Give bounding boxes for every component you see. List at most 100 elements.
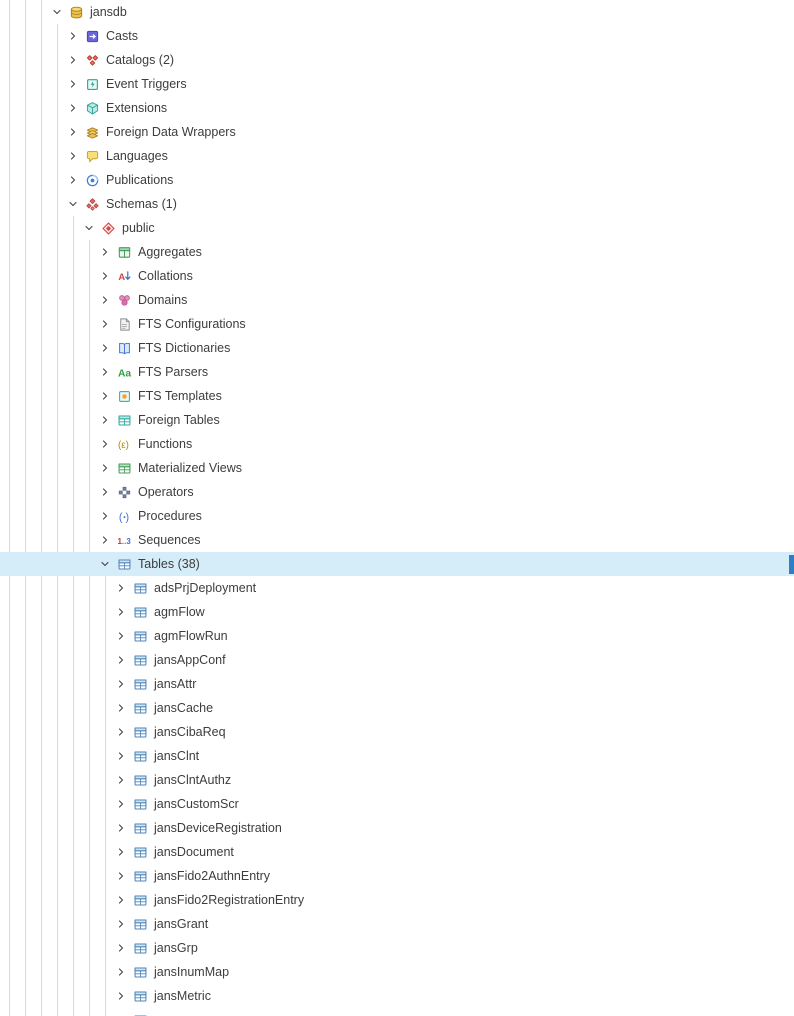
tree-node[interactable]: ( )Procedures (0, 504, 794, 528)
tree-node[interactable]: agmFlowRun (0, 624, 794, 648)
chevron-down-icon[interactable] (97, 556, 113, 572)
tree-node[interactable]: jansFido2RegistrationEntry (0, 888, 794, 912)
tree-node[interactable]: Operators (0, 480, 794, 504)
tree-node[interactable]: public (0, 216, 794, 240)
chevron-right-icon[interactable] (113, 940, 129, 956)
chevron-right-icon[interactable] (97, 412, 113, 428)
chevron-right-icon[interactable] (97, 268, 113, 284)
tree-node[interactable]: Materialized Views (0, 456, 794, 480)
tree-node[interactable]: jansDocument (0, 840, 794, 864)
tree-node[interactable]: jansdb (0, 0, 794, 24)
tables-icon (115, 556, 133, 572)
tree-node[interactable] (0, 1008, 794, 1016)
chevron-right-icon[interactable] (113, 796, 129, 812)
tree-node[interactable]: Catalogs (2) (0, 48, 794, 72)
tree-node-label: jansInumMap (154, 965, 230, 979)
tree-node-label: Collations (138, 269, 193, 283)
tree-node[interactable]: jansClnt (0, 744, 794, 768)
chevron-right-icon[interactable] (97, 340, 113, 356)
tree-node[interactable]: Languages (0, 144, 794, 168)
scrollbar-thumb[interactable] (789, 555, 794, 574)
tree-node[interactable]: jansAttr (0, 672, 794, 696)
tree-node[interactable]: FTS Configurations (0, 312, 794, 336)
tree-node[interactable]: jansDeviceRegistration (0, 816, 794, 840)
chevron-right-icon[interactable] (113, 868, 129, 884)
chevron-right-icon[interactable] (113, 964, 129, 980)
chevron-right-icon[interactable] (113, 652, 129, 668)
chevron-right-icon[interactable] (97, 436, 113, 452)
tree-node[interactable]: jansGrp (0, 936, 794, 960)
tree-node[interactable]: jansCustomScr (0, 792, 794, 816)
chevron-right-icon[interactable] (97, 364, 113, 380)
chevron-right-icon[interactable] (97, 316, 113, 332)
tree-node[interactable]: Schemas (1) (0, 192, 794, 216)
chevron-right-icon[interactable] (113, 580, 129, 596)
chevron-right-icon[interactable] (113, 676, 129, 692)
tree-node[interactable]: jansMetric (0, 984, 794, 1008)
chevron-right-icon[interactable] (113, 700, 129, 716)
tree-node[interactable]: Tables (38) (0, 552, 794, 576)
tree-node[interactable]: Aggregates (0, 240, 794, 264)
chevron-right-icon[interactable] (113, 628, 129, 644)
chevron-right-icon[interactable] (65, 172, 81, 188)
tree-node[interactable]: agmFlow (0, 600, 794, 624)
chevron-right-icon[interactable] (97, 532, 113, 548)
chevron-right-icon[interactable] (65, 124, 81, 140)
chevron-right-icon[interactable] (65, 148, 81, 164)
chevron-right-icon[interactable] (113, 820, 129, 836)
tree-node[interactable]: jansAppConf (0, 648, 794, 672)
chevron-right-icon[interactable] (97, 388, 113, 404)
tree-node[interactable]: jansGrant (0, 912, 794, 936)
chevron-right-icon[interactable] (113, 748, 129, 764)
tree-node[interactable]: jansFido2AuthnEntry (0, 864, 794, 888)
tree-node[interactable]: (ε)Functions (0, 432, 794, 456)
chevron-right-icon[interactable] (113, 892, 129, 908)
chevron-right-icon[interactable] (113, 844, 129, 860)
chevron-right-icon[interactable] (97, 508, 113, 524)
tree-node[interactable]: A Collations (0, 264, 794, 288)
tree-node[interactable]: FTS Templates (0, 384, 794, 408)
table-icon (131, 868, 149, 884)
tree-node[interactable]: Casts (0, 24, 794, 48)
tree-node[interactable]: Event Triggers (0, 72, 794, 96)
tree-node[interactable]: FTS Dictionaries (0, 336, 794, 360)
table-icon (131, 748, 149, 764)
chevron-down-icon[interactable] (49, 4, 65, 20)
domain-icon (115, 292, 133, 308)
tree-node-label: jansFido2AuthnEntry (154, 869, 271, 883)
chevron-right-icon[interactable] (65, 76, 81, 92)
chevron-right-icon[interactable] (113, 724, 129, 740)
tree-node[interactable]: Domains (0, 288, 794, 312)
chevron-right-icon[interactable] (65, 100, 81, 116)
tree-node[interactable]: adsPrjDeployment (0, 576, 794, 600)
collation-icon: A (115, 268, 133, 284)
indent-guide (89, 240, 90, 1016)
chevron-right-icon[interactable] (97, 292, 113, 308)
chevron-right-icon[interactable] (113, 988, 129, 1004)
chevron-right-icon[interactable] (113, 604, 129, 620)
chevron-down-icon[interactable] (81, 220, 97, 236)
tree-node[interactable]: Publications (0, 168, 794, 192)
chevron-right-icon[interactable] (65, 52, 81, 68)
chevron-right-icon[interactable] (65, 28, 81, 44)
tree-node[interactable]: Foreign Data Wrappers (0, 120, 794, 144)
tree-node[interactable]: jansCibaReq (0, 720, 794, 744)
tree-node[interactable]: jansInumMap (0, 960, 794, 984)
tree-node[interactable]: jansClntAuthz (0, 768, 794, 792)
chevron-right-icon[interactable] (97, 244, 113, 260)
chevron-right-icon[interactable] (113, 916, 129, 932)
tree-node-label: agmFlow (154, 605, 205, 619)
tree-node-label: jansDeviceRegistration (154, 821, 282, 835)
chevron-down-icon[interactable] (65, 196, 81, 212)
tree-node[interactable]: Extensions (0, 96, 794, 120)
tree-node[interactable]: Foreign Tables (0, 408, 794, 432)
chevron-right-icon[interactable] (113, 772, 129, 788)
chevron-right-icon[interactable] (113, 1012, 129, 1016)
tree-node[interactable]: jansCache (0, 696, 794, 720)
chevron-right-icon[interactable] (97, 460, 113, 476)
chevron-right-icon[interactable] (97, 484, 113, 500)
event-trigger-icon (83, 76, 101, 92)
